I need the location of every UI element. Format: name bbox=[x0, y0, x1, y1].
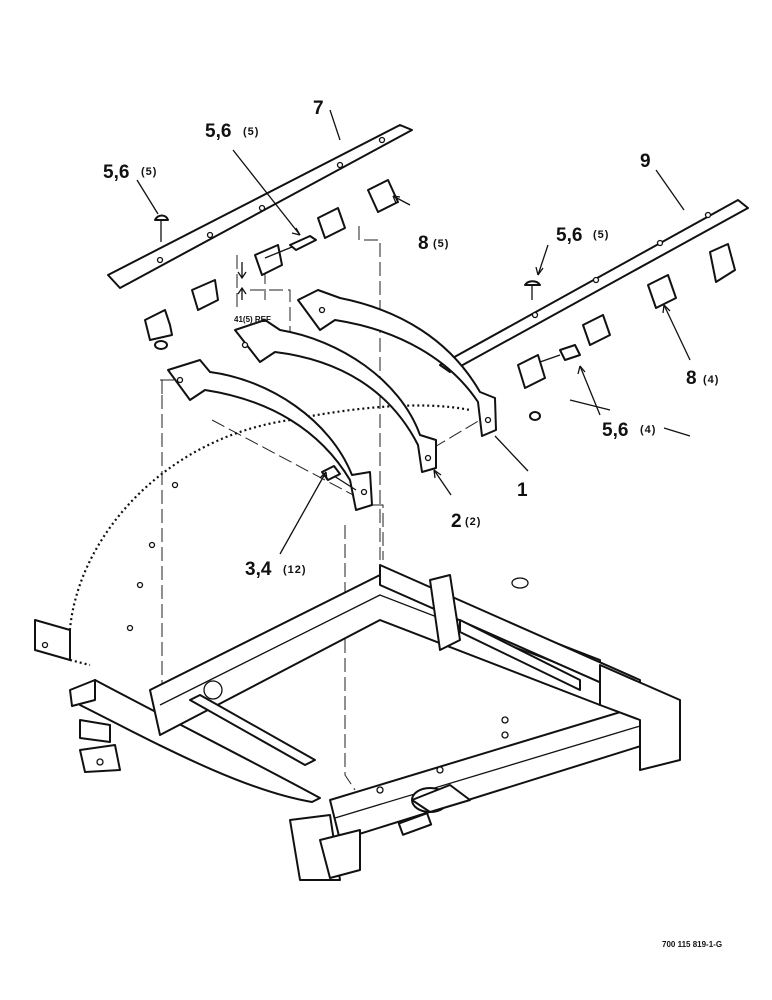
callout-8-top-number: 8 bbox=[418, 233, 429, 254]
part-5-6-fasteners bbox=[154, 214, 581, 421]
part-2-arm bbox=[167, 319, 437, 511]
part-7-wear-strip bbox=[107, 124, 413, 289]
callout-5-6-top-number: 5,6 bbox=[205, 121, 231, 142]
callout-5-6-lower-qty: (4) bbox=[640, 424, 656, 436]
part-1-arm bbox=[297, 289, 497, 437]
callout-8-right-number: 8 bbox=[686, 368, 697, 389]
callout-5-6-lower-number: 5,6 bbox=[602, 420, 628, 441]
callout-5-6-left-qty: (5) bbox=[141, 166, 157, 178]
frame-assembly bbox=[34, 404, 681, 881]
callout-5-6-left-number: 5,6 bbox=[103, 162, 129, 183]
callout-7-number: 7 bbox=[313, 98, 324, 119]
callout-5-6-top-qty: (5) bbox=[243, 126, 259, 138]
callout-1-number: 1 bbox=[517, 480, 528, 501]
callout-8-right-qty: (4) bbox=[703, 374, 719, 386]
callout-2-qty: (2) bbox=[465, 516, 481, 528]
callout-labels: 7 5,6 (5) 5,6 (5) 9 8 (5) 5,6 (5) 8 (4) … bbox=[103, 98, 722, 949]
part-9-wear-strip bbox=[439, 199, 749, 373]
callout-2-number: 2 bbox=[451, 511, 462, 532]
drawing-number: 700 115 819-1-G bbox=[662, 940, 722, 949]
callout-5-6-right-qty: (5) bbox=[593, 229, 609, 241]
leader-lines bbox=[136, 109, 691, 555]
ref-note: 41(5) REF bbox=[234, 315, 271, 324]
callout-5-6-right-number: 5,6 bbox=[556, 225, 582, 246]
callout-3-4-qty: (12) bbox=[283, 564, 307, 576]
part-8-clips bbox=[144, 179, 736, 389]
callout-8-top-qty: (5) bbox=[433, 238, 449, 250]
callout-3-4-number: 3,4 bbox=[245, 559, 272, 580]
callout-9-number: 9 bbox=[640, 151, 651, 172]
